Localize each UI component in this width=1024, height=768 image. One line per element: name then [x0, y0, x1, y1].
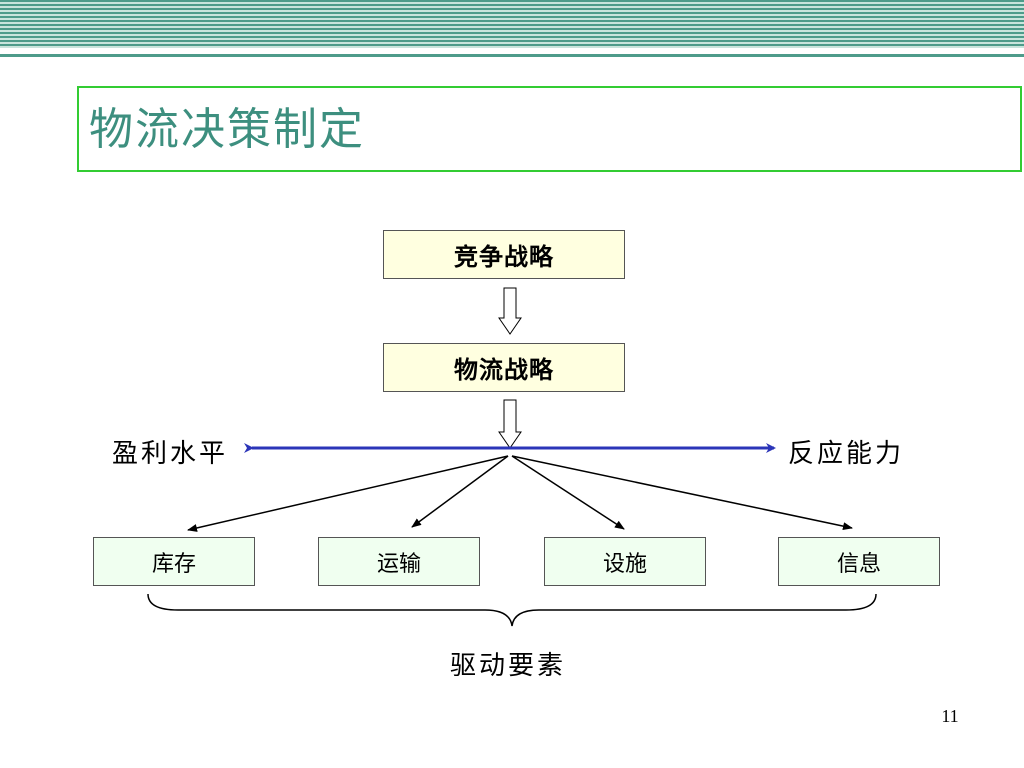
drivers-caption: 驱动要素 — [450, 651, 567, 681]
header-stripe-band — [0, 0, 1024, 48]
fan-arrow-transport — [411, 455, 509, 528]
fan-arrow-inventory — [187, 455, 509, 532]
fan-arrow-information — [511, 455, 853, 531]
header-rule — [0, 54, 1024, 57]
profitability-label: 盈利水平 — [112, 439, 229, 469]
driver-box-information: 信息 — [778, 537, 940, 586]
competitive-strategy-box: 竞争战略 — [383, 230, 625, 279]
drivers-brace — [147, 593, 877, 627]
responsiveness-label: 反应能力 — [788, 439, 905, 469]
fan-arrow-facilities — [511, 455, 625, 530]
title-frame: 物流决策制定 — [77, 86, 1022, 172]
slide-title: 物流决策制定 — [89, 104, 365, 155]
logistics-strategy-box: 物流战略 — [383, 343, 625, 392]
hollow-down-arrow-1 — [498, 287, 522, 335]
page-number: 11 — [941, 706, 959, 726]
driver-box-facilities: 设施 — [544, 537, 706, 586]
driver-box-inventory: 库存 — [93, 537, 255, 586]
driver-box-transport: 运输 — [318, 537, 480, 586]
hollow-down-arrow-2 — [498, 399, 522, 449]
